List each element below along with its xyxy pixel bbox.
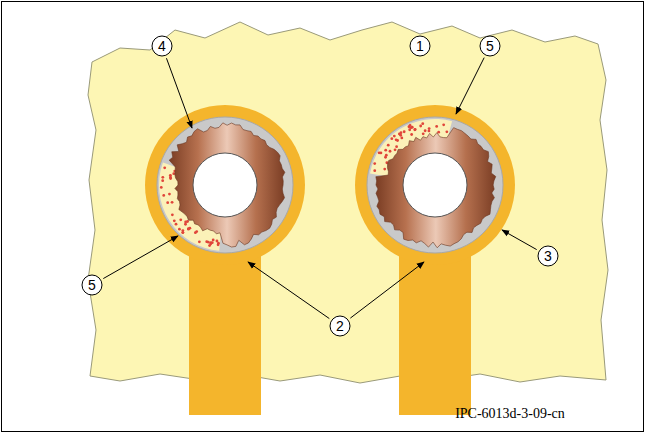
- resin-particle: [413, 128, 416, 131]
- leader-line: [350, 262, 424, 318]
- resin-particle: [194, 231, 197, 234]
- resin-particle: [169, 176, 172, 179]
- resin-particle: [400, 136, 403, 139]
- resin-particle: [161, 179, 164, 182]
- resin-particle: [409, 124, 412, 127]
- resin-particle: [445, 130, 448, 133]
- plated-hole-pad: [145, 105, 305, 415]
- resin-particle: [207, 241, 210, 244]
- callout-number: 3: [544, 248, 552, 264]
- resin-particle: [422, 132, 425, 135]
- resin-particle: [163, 166, 166, 169]
- resin-particle: [162, 194, 165, 197]
- resin-particle: [435, 125, 438, 128]
- resin-particle: [395, 145, 398, 148]
- resin-particle: [414, 128, 417, 131]
- copper-barrel: [169, 123, 285, 247]
- resin-particle: [179, 218, 182, 221]
- callout-circle: [152, 36, 172, 56]
- callout-circle: [410, 36, 430, 56]
- resin-particle: [187, 227, 190, 230]
- resin-particle: [198, 240, 201, 243]
- callout-circle: [480, 36, 500, 56]
- resin-particle: [393, 135, 396, 138]
- resin-particle: [208, 244, 211, 247]
- leader-line: [502, 230, 537, 250]
- annular-ring: [355, 105, 515, 265]
- resin-particle: [410, 133, 413, 136]
- resin-particle: [442, 123, 445, 126]
- hole: [193, 153, 257, 217]
- callout-number: 5: [88, 277, 96, 293]
- resin-particle: [373, 162, 376, 165]
- resin-particle: [385, 154, 388, 157]
- resin-particle: [168, 193, 171, 196]
- resin-particle: [373, 169, 376, 172]
- resin-particle: [171, 201, 174, 204]
- resin-particle: [160, 186, 163, 189]
- callout-number: 2: [336, 318, 344, 334]
- leader-line: [248, 262, 329, 319]
- resin-particle: [378, 151, 381, 154]
- plating-layer: [367, 117, 503, 253]
- resin-particle: [171, 213, 174, 216]
- resin-particle: [408, 128, 411, 131]
- resin-particle: [389, 150, 392, 153]
- resin-particle: [161, 176, 164, 179]
- resin-particle: [399, 134, 402, 137]
- callout-circle: [538, 246, 558, 266]
- callout-circle: [82, 275, 102, 295]
- resin-particle: [181, 231, 184, 234]
- resin-particle: [424, 129, 427, 132]
- callout-number: 4: [158, 38, 166, 54]
- callout-number: 5: [486, 38, 494, 54]
- plating-layer: [157, 117, 293, 253]
- resin-particle: [173, 219, 176, 222]
- resin-particle: [166, 201, 169, 204]
- resin-particle: [437, 131, 440, 134]
- resin-particle: [383, 168, 386, 171]
- resin-particle: [217, 243, 220, 246]
- resin-particle: [403, 130, 406, 133]
- resin-particle: [175, 223, 178, 226]
- leader-line: [166, 58, 192, 128]
- plated-hole-pad: [355, 105, 515, 415]
- resin-particle: [212, 239, 215, 242]
- hole: [403, 153, 467, 217]
- resin-particle: [387, 144, 390, 147]
- resin-particle: [394, 148, 397, 151]
- substrate: [88, 22, 608, 383]
- callout-number: 1: [416, 38, 424, 54]
- resin-particle: [187, 228, 190, 231]
- resin-particle: [428, 127, 431, 130]
- figure-id: IPC-6013d-3-09-cn: [455, 406, 565, 422]
- resin-particle: [384, 149, 387, 152]
- callout-circle: [330, 316, 350, 336]
- resin-particle: [396, 139, 399, 142]
- copper-barrel: [376, 128, 496, 248]
- resin-particle: [419, 125, 422, 128]
- resin-particle: [421, 122, 424, 125]
- resin-particle: [181, 231, 184, 234]
- leader-line: [456, 58, 484, 114]
- resin-particle: [178, 228, 181, 231]
- leader-line: [103, 236, 178, 279]
- leader-lines: [103, 58, 536, 319]
- resin-particle: [390, 137, 393, 140]
